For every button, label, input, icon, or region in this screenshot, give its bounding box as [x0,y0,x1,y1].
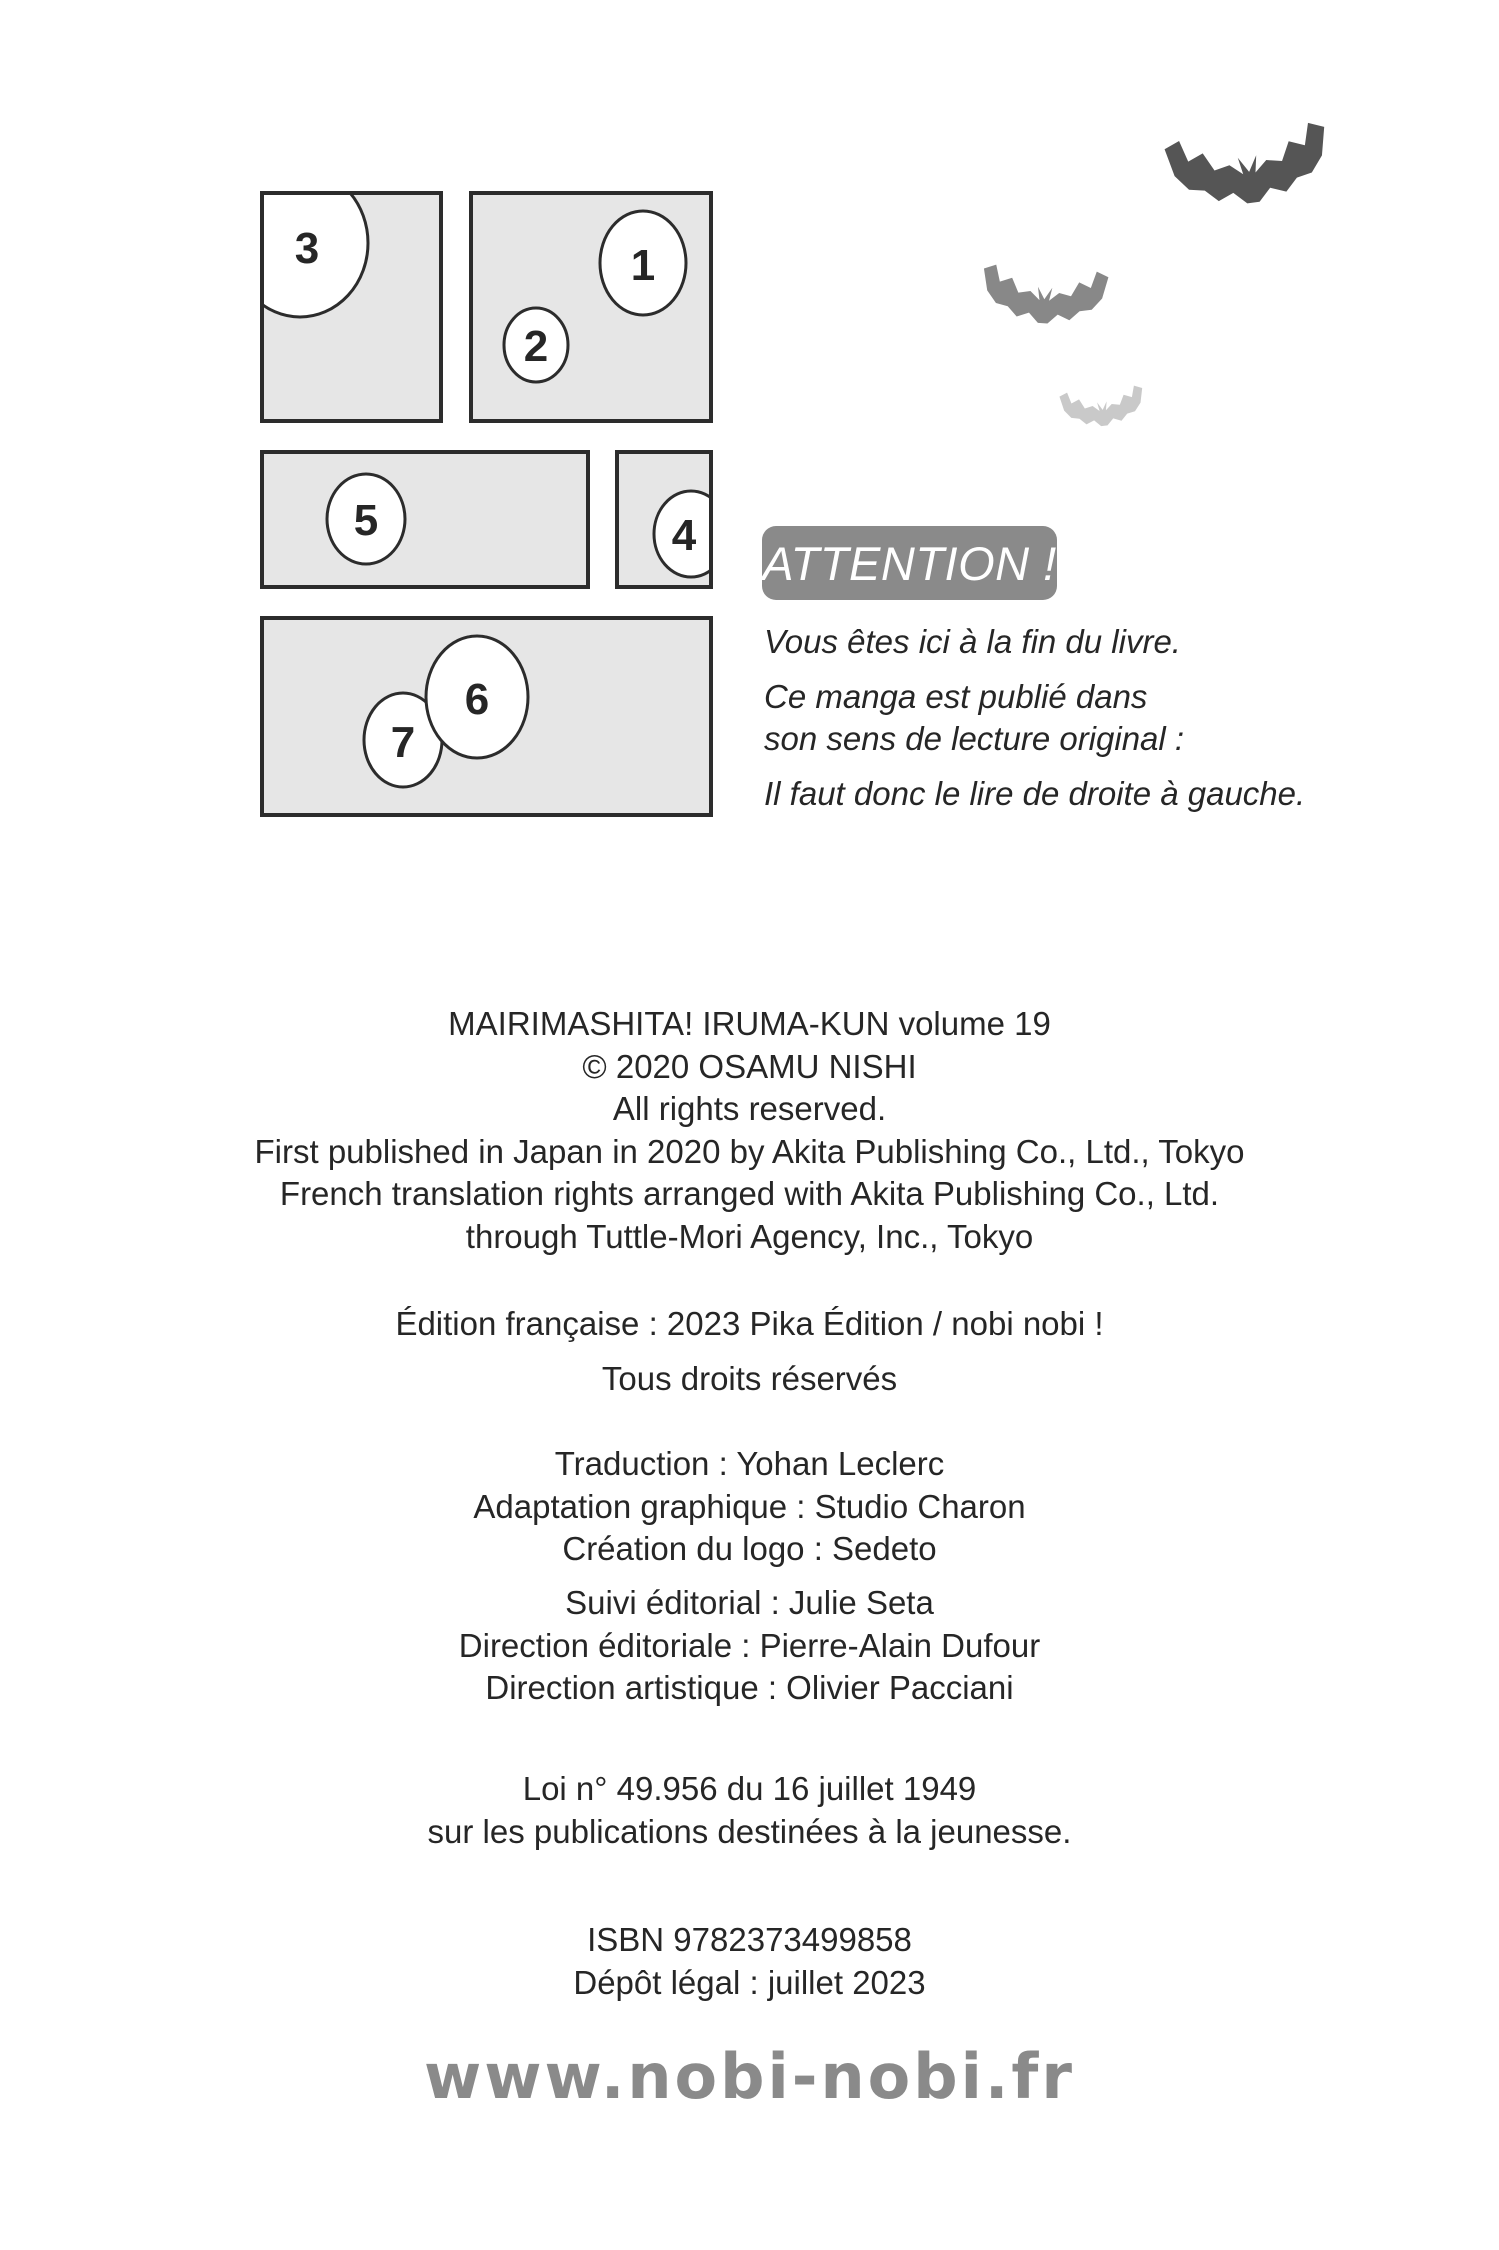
bubble-3: 3 [260,191,443,423]
edition-text: Édition française : 2023 Pika Édition / … [395,1305,1104,1342]
staff-line: Traduction : Yohan Leclerc [554,1445,945,1482]
svg-text:3: 3 [295,224,319,273]
attention-badge: ATTENTION ! [762,526,1057,600]
law-block: Loi n° 49.956 du 16 juillet 1949 sur les… [0,1768,1499,1853]
svg-text:2: 2 [524,322,548,371]
bubble-5: 5 [325,472,407,566]
staff-line: Création du logo : Sedeto [562,1530,937,1567]
svg-text:4: 4 [672,511,697,560]
copyright-line: MAIRIMASHITA! IRUMA-KUN volume 19 [448,1005,1051,1042]
staff-block-2: Suivi éditorial : Julie Seta Direction é… [0,1582,1499,1710]
copyright-line: through Tuttle-Mori Agency, Inc., Tokyo [465,1217,1034,1255]
bubble-1: 1 [598,209,688,317]
law-line: Loi n° 49.956 du 16 juillet 1949 [522,1770,977,1807]
rights-text: Tous droits réservés [601,1360,898,1397]
svg-text:6: 6 [465,675,489,724]
website-url: www.nobi-nobi.fr [424,2040,1075,2113]
notice-line-2: Ce manga est publié dans [764,678,1148,715]
staff-line: Suivi éditorial : Julie Seta [565,1584,934,1621]
staff-line: Adaptation graphique : Studio Charon [473,1487,1026,1525]
copyright-line: French translation rights arranged with … [279,1175,1220,1212]
copyright-line: All rights reserved. [612,1090,887,1127]
notice-line-3: son sens de lecture original : [764,720,1185,757]
copyright-line: First published in Japan in 2020 by Akit… [254,1132,1245,1170]
rights-line: Tous droits réservés [0,1358,1499,1401]
bubble-4: 4 [615,450,713,589]
staff-line: Direction artistique : Olivier Pacciani [485,1669,1014,1706]
isbn-line: ISBN 9782373499858 [587,1921,912,1958]
notice-line-1: Vous êtes ici à la fin du livre. [764,623,1181,660]
copyright-block: MAIRIMASHITA! IRUMA-KUN volume 19 © 2020… [0,1003,1499,1258]
svg-text:7: 7 [391,718,415,767]
bubble-6: 6 [424,634,530,760]
bubble-7: 7 [362,691,444,789]
law-line: sur les publications destinées à la jeun… [427,1812,1072,1850]
bat-medium-icon [983,264,1109,324]
copyright-line: © 2020 OSAMU NISHI [582,1047,917,1085]
bubble-2: 2 [502,306,570,384]
panel-5 [260,450,590,589]
edition-line: Édition française : 2023 Pika Édition / … [0,1303,1499,1346]
staff-line: Direction éditoriale : Pierre-Alain Dufo… [458,1626,1041,1664]
reading-order-diagram: 3 1 2 5 4 7 6 [260,122,1325,817]
depot-line: Dépôt légal : juillet 2023 [573,1963,926,2001]
notice-line-4: Il faut donc le lire de droite à gauche. [764,775,1306,812]
bat-small-icon [1059,385,1143,427]
staff-block-1: Traduction : Yohan Leclerc Adaptation gr… [0,1443,1499,1571]
svg-text:1: 1 [631,241,655,290]
isbn-block: ISBN 9782373499858 Dépôt légal : juillet… [0,1919,1499,2004]
svg-text:5: 5 [354,496,378,545]
bat-large-icon [1164,122,1325,204]
